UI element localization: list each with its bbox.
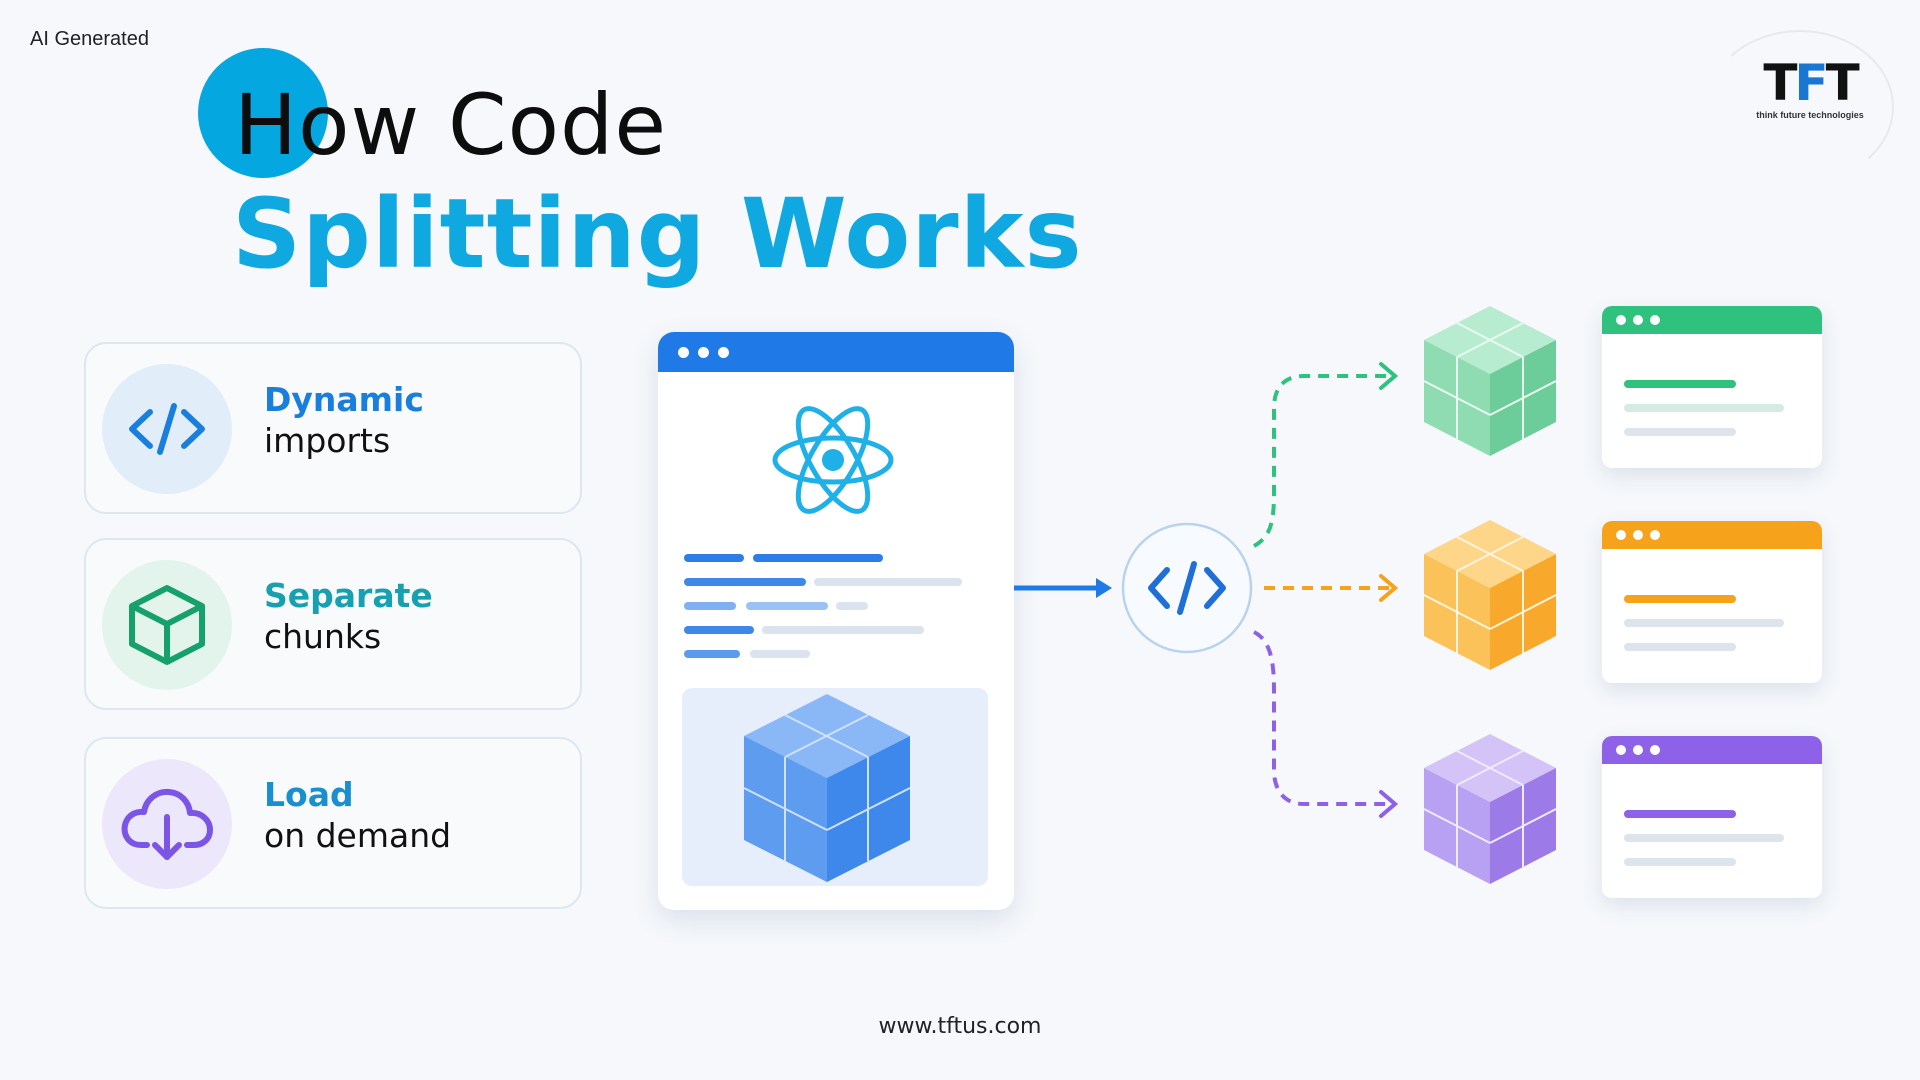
feature-card-load-on-demand: Load on demand	[84, 737, 582, 909]
cloud-download-icon	[102, 759, 232, 889]
green-chunk-cube	[1423, 306, 1557, 456]
window-dot	[678, 346, 689, 358]
purple-chunk-cube	[1423, 734, 1557, 884]
feature-subtitle: chunks	[264, 617, 382, 656]
cube-icon	[102, 560, 232, 690]
window-title-bar	[658, 332, 1014, 372]
bundle-panel	[682, 688, 988, 886]
window-dot	[718, 346, 729, 358]
feature-card-separate-chunks: Separate chunks	[84, 538, 582, 710]
flow-arrow-green	[1252, 374, 1392, 548]
logo-tagline: think future technologies	[1756, 110, 1864, 120]
code-icon	[1148, 561, 1226, 615]
window-dot	[698, 346, 709, 358]
feature-title: Load	[264, 775, 354, 814]
logo-ring-decoration	[1706, 30, 1894, 184]
window-title-bar	[1602, 736, 1822, 764]
page-title-line2: Splitting Works	[232, 178, 1083, 290]
footer-url: www.tftus.com	[878, 1014, 1042, 1039]
bundle-cube-icon	[743, 694, 911, 882]
feature-card-dynamic-imports: Dynamic imports	[84, 342, 582, 514]
feature-subtitle: imports	[264, 421, 391, 460]
page-title-line1: How Code	[234, 76, 668, 174]
feature-subtitle: on demand	[264, 816, 452, 855]
arrow-head	[1096, 578, 1112, 598]
title-accent-dot	[198, 48, 328, 178]
orange-chunk-window	[1602, 521, 1822, 683]
react-icon	[772, 406, 894, 514]
orange-chunk-cube	[1423, 520, 1557, 670]
feature-title: Dynamic	[264, 380, 424, 419]
window-title-bar	[1602, 521, 1822, 549]
company-logo: TFT think future technologies	[1740, 58, 1880, 120]
ai-generated-badge: AI Generated	[30, 28, 149, 50]
purple-chunk-window	[1602, 736, 1822, 898]
logo-mark: TFT	[1763, 54, 1859, 112]
feature-title: Separate	[264, 576, 433, 615]
window-title-bar	[1602, 306, 1822, 334]
source-app-window	[658, 332, 1014, 910]
green-chunk-window	[1602, 306, 1822, 468]
code-icon	[102, 364, 232, 494]
flow-arrow-purple	[1252, 630, 1392, 806]
